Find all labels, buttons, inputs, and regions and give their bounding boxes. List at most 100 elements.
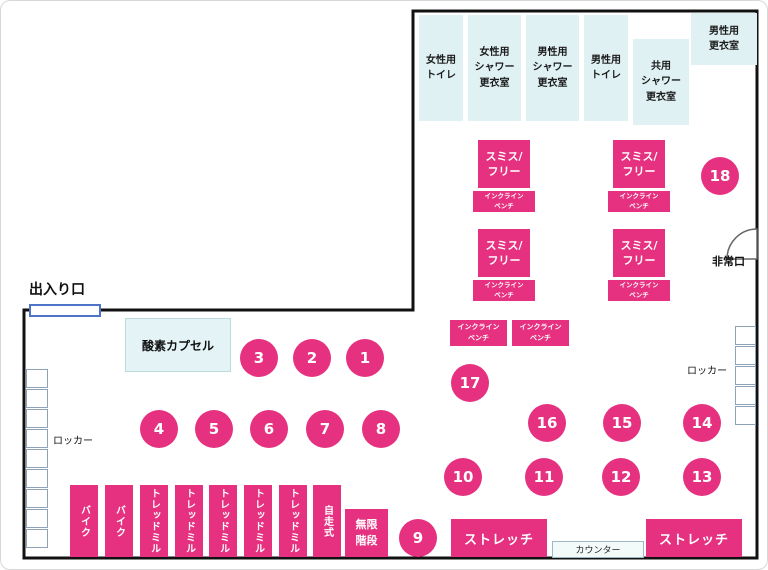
smith-free-station-2: スミス/ フリー [613, 140, 665, 188]
room-label: 男性用 [709, 25, 739, 37]
machine-bike-1: バイク [70, 485, 98, 557]
emergency-exit-door-arc [726, 228, 758, 260]
station-12: 12 [602, 458, 640, 496]
incline-bench-label: ベンチ [629, 201, 649, 210]
room-label: 男性用 [591, 54, 621, 66]
room-mens-toilet: 男性用 トイレ [584, 15, 628, 121]
incline-bench-6: インクライン ベンチ [512, 320, 569, 346]
room-label: シャワー [641, 76, 681, 88]
smith-free-station-1: スミス/ フリー [478, 140, 530, 188]
machine-infinite-stairs: 無限 階段 [345, 509, 388, 557]
room-label: シャワー [532, 62, 573, 74]
locker-left-label: ロッカー [53, 436, 93, 447]
incline-bench-1: インクライン ベンチ [473, 191, 535, 212]
room-label: 更衣室 [646, 91, 676, 103]
locker-unit [26, 429, 48, 448]
room-womens-toilet: 女性用 トイレ [419, 15, 463, 121]
locker-unit [735, 326, 756, 345]
stretch-area-1: ストレッチ [451, 519, 547, 557]
station-8: 8 [362, 410, 400, 448]
emergency-exit-label: 非常口 [712, 255, 745, 268]
machine-treadmill-3: トレッドミル [209, 485, 237, 557]
locker-unit [735, 366, 756, 385]
station-2: 2 [293, 339, 331, 377]
incline-bench-2: インクライン ベンチ [608, 191, 670, 212]
stretch-area-2: ストレッチ [646, 519, 742, 557]
incline-bench-label: インクライン [484, 280, 524, 289]
station-1: 1 [346, 339, 384, 377]
locker-unit [735, 386, 756, 405]
room-label: 更衣室 [709, 41, 739, 52]
locker-right-label: ロッカー [687, 366, 727, 377]
smith-free-label: フリー [487, 254, 521, 267]
incline-bench-label: インクライン [457, 323, 500, 332]
room-label: 女性用 [479, 46, 510, 58]
station-17: 17 [451, 364, 489, 402]
smith-free-label: フリー [622, 254, 656, 267]
locker-unit [26, 489, 48, 508]
incline-bench-4: インクライン ベンチ [608, 280, 670, 301]
room-label: 女性用 [426, 54, 456, 66]
incline-bench-label: インクライン [484, 191, 524, 200]
room-shared-shower-locker: 共用 シャワー 更衣室 [633, 39, 689, 125]
incline-bench-label: ベンチ [494, 290, 514, 299]
room-label: 共用 [651, 60, 671, 72]
locker-unit [26, 529, 48, 548]
machine-treadmill-2: トレッドミル [175, 485, 203, 557]
locker-unit [26, 369, 48, 388]
room-label: 男性用 [537, 46, 568, 58]
room-mens-shower-locker: 男性用 シャワー 更衣室 [526, 15, 579, 121]
station-5: 5 [195, 410, 233, 448]
machine-self-propelled: 自走式 [313, 485, 341, 557]
station-13: 13 [683, 458, 721, 496]
locker-unit [26, 449, 48, 468]
smith-free-label: スミス/ [485, 238, 523, 252]
station-15: 15 [603, 404, 641, 442]
machine-bike-2: バイク [105, 485, 133, 557]
infinite-stairs-label: 階段 [355, 534, 378, 547]
locker-unit [735, 406, 756, 425]
smith-free-station-4: スミス/ フリー [613, 229, 665, 277]
locker-unit [26, 469, 48, 488]
room-label: トイレ [426, 70, 456, 81]
wall-outline [22, 9, 759, 560]
room-mens-locker: 男性用 更衣室 [691, 13, 757, 65]
room-label: トイレ [591, 70, 621, 81]
smith-free-label: スミス/ [620, 149, 658, 163]
incline-bench-5: インクライン ベンチ [450, 320, 507, 346]
room-label: シャワー [474, 62, 515, 74]
incline-bench-label: ベンチ [530, 334, 551, 342]
infinite-stairs-label: 無限 [355, 518, 378, 532]
smith-free-label: フリー [487, 165, 521, 178]
smith-free-label: フリー [622, 165, 656, 178]
locker-unit [26, 389, 48, 408]
locker-unit [26, 509, 48, 528]
station-3: 3 [240, 339, 278, 377]
room-womens-shower-locker: 女性用 シャワー 更衣室 [468, 15, 521, 121]
incline-bench-3: インクライン ベンチ [473, 280, 535, 301]
incline-bench-label: ベンチ [494, 201, 514, 210]
station-14: 14 [683, 404, 721, 442]
entrance-door [29, 304, 101, 317]
station-16: 16 [528, 404, 566, 442]
machine-treadmill-5: トレッドミル [279, 485, 307, 557]
station-10: 10 [444, 458, 482, 496]
room-label: 更衣室 [537, 77, 568, 89]
station-7: 7 [306, 410, 344, 448]
incline-bench-label: インクライン [519, 323, 562, 332]
station-6: 6 [250, 410, 288, 448]
station-4: 4 [140, 410, 178, 448]
entrance-label: 出入り口 [29, 282, 85, 298]
station-11: 11 [525, 458, 563, 496]
smith-free-label: スミス/ [485, 149, 523, 163]
smith-free-station-3: スミス/ フリー [478, 229, 530, 277]
locker-unit [735, 346, 756, 365]
counter: カウンター [552, 541, 644, 558]
incline-bench-label: インクライン [619, 191, 659, 200]
machine-treadmill-1: トレッドミル [140, 485, 168, 557]
incline-bench-label: ベンチ [629, 290, 649, 299]
machine-treadmill-4: トレッドミル [244, 485, 272, 557]
station-18: 18 [701, 157, 739, 195]
